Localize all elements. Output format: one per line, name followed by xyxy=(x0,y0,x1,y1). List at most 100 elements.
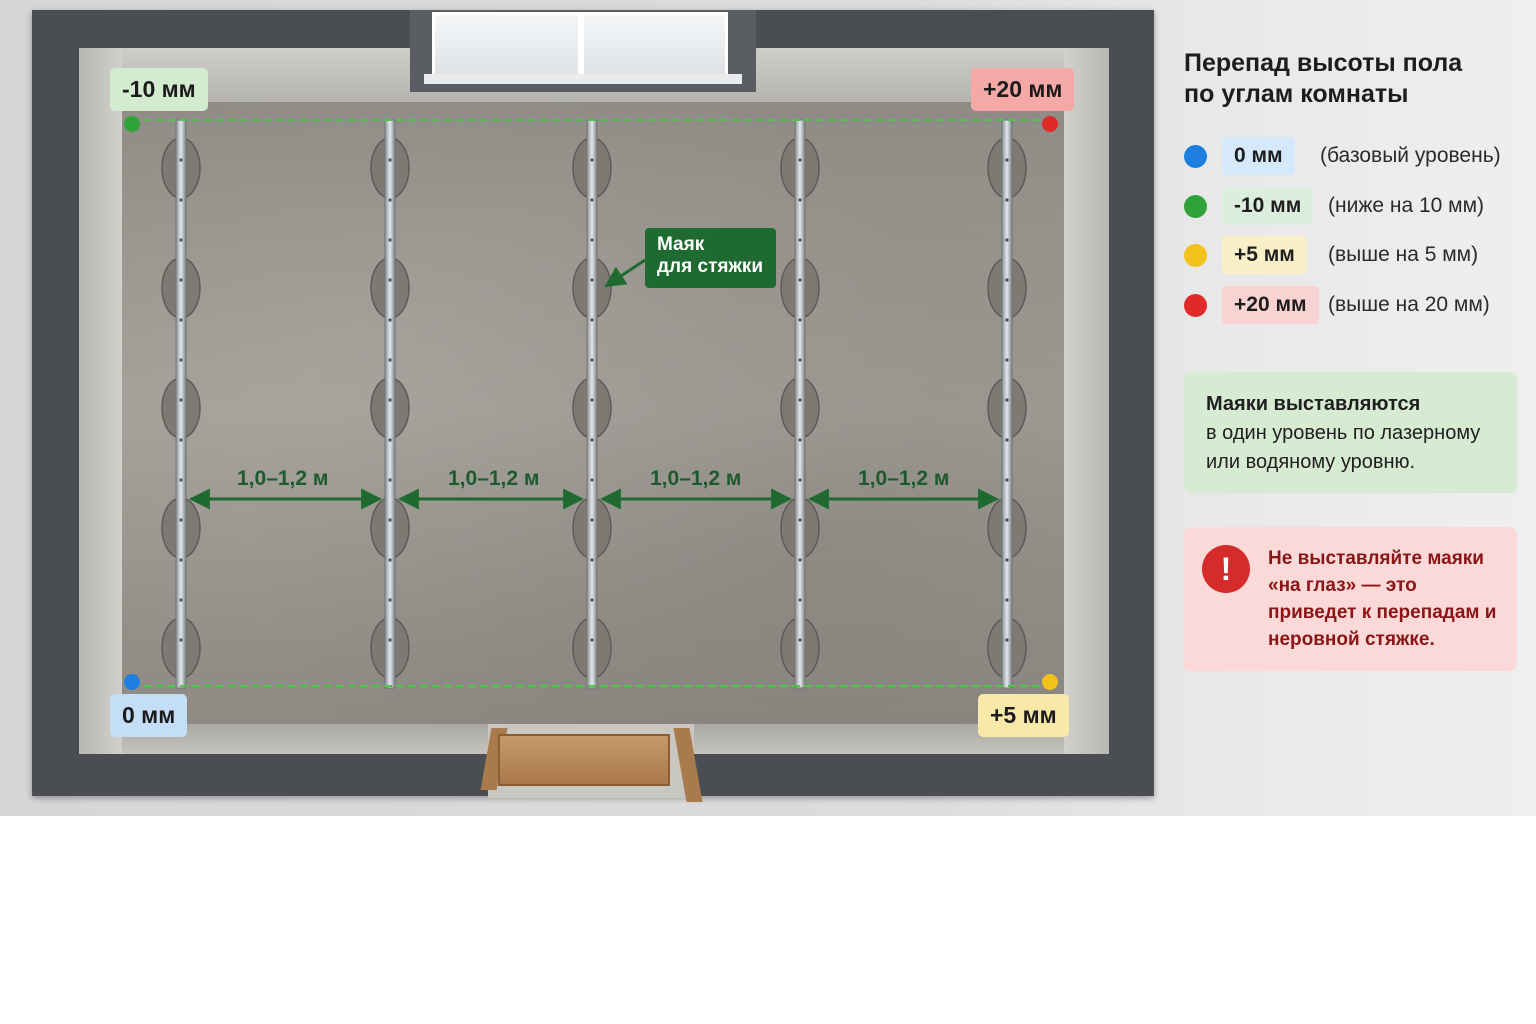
corner-badge-bottom-left: 0 мм xyxy=(110,694,188,737)
beacon-rails xyxy=(175,119,1013,689)
rail-hole xyxy=(590,638,594,642)
door-threshold xyxy=(498,734,670,786)
corner-dot-bottom-left xyxy=(124,674,140,690)
rail-hole xyxy=(590,518,594,522)
rail-hole xyxy=(179,638,183,642)
rail-hole xyxy=(590,558,594,562)
rail-hole xyxy=(1005,558,1009,562)
legend-desc: (базовый уровень) xyxy=(1320,144,1501,167)
warning-icon: ! xyxy=(1202,545,1250,593)
rail-hole xyxy=(590,398,594,402)
legend-desc: (ниже на 10 мм) xyxy=(1328,194,1485,217)
rail-hole xyxy=(388,638,392,642)
rail-hole xyxy=(1005,158,1009,162)
rail-hole xyxy=(798,478,802,482)
corner-dot-top-right xyxy=(1042,116,1058,132)
rail-hole xyxy=(388,358,392,362)
spacing-label-2: 1,0–1,2 м xyxy=(448,467,540,490)
beacon-callout-line1: Маяк xyxy=(657,234,705,255)
room-plan: -10 мм +20 мм 0 мм +5 мм 1,0–1,2 м 1,0–1… xyxy=(0,0,1536,816)
legend-dot-yellow xyxy=(1184,244,1207,267)
rail-hole xyxy=(590,238,594,242)
rail-hole xyxy=(798,198,802,202)
rail-hole xyxy=(179,558,183,562)
legend-title-line2: по углам комнаты xyxy=(1184,80,1409,108)
rail-hole xyxy=(388,278,392,282)
rail-hole xyxy=(798,598,802,602)
legend-dot-green xyxy=(1184,195,1207,218)
rail-hole xyxy=(179,438,183,442)
callout-pointer xyxy=(604,258,646,288)
rail-hole xyxy=(798,158,802,162)
rail-hole xyxy=(590,158,594,162)
rail-hole xyxy=(590,278,594,282)
rail-hole xyxy=(179,158,183,162)
rail-hole xyxy=(388,438,392,442)
corner-badge-top-left: -10 мм xyxy=(110,68,208,111)
rail-hole xyxy=(590,438,594,442)
beacon-rail xyxy=(175,119,187,689)
legend-value: 0 мм xyxy=(1222,137,1295,175)
rail-hole xyxy=(388,318,392,322)
legend-item-higher-5: +5 мм (выше на 5 мм) xyxy=(1184,236,1524,274)
rail-hole xyxy=(798,638,802,642)
rail-hole xyxy=(1005,598,1009,602)
rail-hole xyxy=(1005,438,1009,442)
wall-left xyxy=(79,48,122,754)
window-mullion xyxy=(578,12,584,78)
beacon-rail xyxy=(794,119,806,689)
rail-hole xyxy=(590,358,594,362)
legend-title: Перепад высоты пола по углам комнаты xyxy=(1184,48,1514,110)
rail-hole xyxy=(798,558,802,562)
spacing-label-3: 1,0–1,2 м xyxy=(650,467,742,490)
rail-hole xyxy=(798,358,802,362)
rail-hole xyxy=(590,598,594,602)
corner-badge-top-right: +20 мм xyxy=(971,68,1075,111)
corner-badge-bottom-right: +5 мм xyxy=(978,694,1069,737)
rail-hole xyxy=(179,198,183,202)
legend-value: -10 мм xyxy=(1222,187,1314,225)
rail-hole xyxy=(1005,198,1009,202)
rail-hole xyxy=(179,398,183,402)
rail-hole xyxy=(1005,318,1009,322)
legend-value: +5 мм xyxy=(1222,236,1307,274)
rail-hole xyxy=(798,318,802,322)
rail-hole xyxy=(179,318,183,322)
wall-right xyxy=(1064,48,1109,754)
rail-hole xyxy=(590,198,594,202)
rail-hole xyxy=(798,238,802,242)
info-note-line1: Маяки выставляются xyxy=(1206,393,1421,415)
floor-marks xyxy=(124,116,1058,690)
corner-dot-bottom-right xyxy=(1042,674,1058,690)
spacing-label-4: 1,0–1,2 м xyxy=(858,467,950,490)
rail-hole xyxy=(179,518,183,522)
rail-hole xyxy=(179,358,183,362)
beacon-rail xyxy=(384,119,396,689)
info-note-line3: или водяному уровню. xyxy=(1206,451,1416,473)
legend-desc: (выше на 5 мм) xyxy=(1328,243,1479,266)
beacon-callout: Маяк для стяжки xyxy=(645,228,776,288)
legend-value: +20 мм xyxy=(1222,286,1319,324)
rail-hole xyxy=(1005,478,1009,482)
rail-hole xyxy=(388,558,392,562)
rail-hole xyxy=(179,278,183,282)
legend-item-base: 0 мм (базовый уровень) xyxy=(1184,137,1524,175)
rail-hole xyxy=(590,478,594,482)
legend-dot-blue xyxy=(1184,145,1207,168)
rail-hole xyxy=(179,238,183,242)
rail-hole xyxy=(798,398,802,402)
beacon-rail xyxy=(586,119,598,689)
rail-hole xyxy=(388,478,392,482)
rail-hole xyxy=(798,438,802,442)
rail-hole xyxy=(1005,638,1009,642)
rail-hole xyxy=(798,518,802,522)
rail-hole xyxy=(1005,278,1009,282)
rail-hole xyxy=(388,238,392,242)
rail-hole xyxy=(179,478,183,482)
rail-hole xyxy=(179,598,183,602)
spacing-label-1: 1,0–1,2 м xyxy=(237,467,329,490)
rail-hole xyxy=(388,398,392,402)
rail-hole xyxy=(1005,518,1009,522)
beacon-rail xyxy=(1001,119,1013,689)
warning-note: ! Не выставляйте маяки «на глаз» — это п… xyxy=(1184,527,1517,671)
